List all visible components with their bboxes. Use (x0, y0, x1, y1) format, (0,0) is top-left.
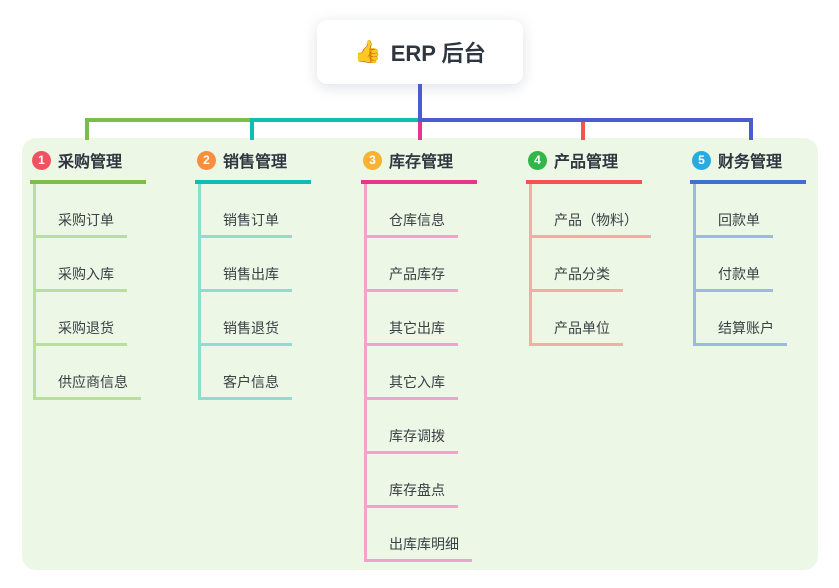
child-node[interactable]: 供应商信息 (36, 346, 141, 400)
branch-number-badge: 5 (692, 150, 711, 170)
branch-procurement: 1 采购管理 采购订单 采购入库 采购退货 供应商信息 (30, 138, 180, 400)
branch-number-badge: 4 (528, 150, 547, 170)
branch-title[interactable]: 3 库存管理 (361, 138, 477, 184)
branches-panel (22, 138, 818, 570)
branch-number-badge: 1 (32, 150, 51, 170)
child-node[interactable]: 采购订单 (36, 184, 127, 238)
branch-inventory: 3 库存管理 仓库信息 产品库存 其它出库 其它入库 库存调拨 库存盘点 出库库… (361, 138, 511, 562)
child-node[interactable]: 采购退货 (36, 292, 127, 346)
child-node[interactable]: 采购入库 (36, 238, 127, 292)
connector-bus-mid (252, 118, 418, 122)
thumbs-up-icon: 👍 (354, 39, 382, 64)
branch-sales: 2 销售管理 销售订单 销售出库 销售退货 客户信息 (195, 138, 345, 400)
child-node[interactable]: 销售退货 (201, 292, 292, 346)
root-node-erp[interactable]: 👍 ERP 后台 (317, 20, 523, 84)
branch-children: 销售订单 销售出库 销售退货 客户信息 (198, 184, 345, 400)
child-node[interactable]: 产品分类 (532, 238, 623, 292)
child-node[interactable]: 出库库明细 (367, 508, 472, 562)
branch-title[interactable]: 4 产品管理 (526, 138, 642, 184)
connector-drop-4 (581, 122, 585, 140)
child-node[interactable]: 库存盘点 (367, 454, 458, 508)
child-node[interactable]: 结算账户 (696, 292, 787, 346)
child-node[interactable]: 回款单 (696, 184, 773, 238)
branch-children: 采购订单 采购入库 采购退货 供应商信息 (33, 184, 180, 400)
branch-label: 财务管理 (718, 154, 783, 171)
child-node[interactable]: 仓库信息 (367, 184, 458, 238)
branch-children: 回款单 付款单 结算账户 (693, 184, 839, 346)
branch-title[interactable]: 2 销售管理 (195, 138, 311, 184)
child-node[interactable]: 付款单 (696, 238, 773, 292)
connector-drop-1 (85, 118, 89, 140)
child-node[interactable]: 产品（物料） (532, 184, 651, 238)
branch-finance: 5 财务管理 回款单 付款单 结算账户 (690, 138, 839, 346)
child-node[interactable]: 其它出库 (367, 292, 458, 346)
child-node[interactable]: 销售订单 (201, 184, 292, 238)
child-node[interactable]: 客户信息 (201, 346, 292, 400)
child-node[interactable]: 销售出库 (201, 238, 292, 292)
connector-trunk (418, 84, 422, 120)
child-node[interactable]: 产品库存 (367, 238, 458, 292)
connector-drop-5 (749, 118, 753, 140)
root-title: ERP 后台 (390, 41, 486, 66)
connector-bus-right (418, 118, 753, 122)
branch-label: 采购管理 (58, 154, 123, 171)
connector-bus-left (85, 118, 254, 122)
branch-number-badge: 2 (197, 150, 216, 170)
branch-label: 销售管理 (223, 154, 288, 171)
branch-title[interactable]: 1 采购管理 (30, 138, 146, 184)
connector-drop-2 (250, 118, 254, 140)
branch-title[interactable]: 5 财务管理 (690, 138, 806, 184)
child-node[interactable]: 产品单位 (532, 292, 623, 346)
branch-children: 仓库信息 产品库存 其它出库 其它入库 库存调拨 库存盘点 出库库明细 (364, 184, 511, 562)
child-node[interactable]: 其它入库 (367, 346, 458, 400)
branch-number-badge: 3 (363, 150, 382, 170)
connector-drop-3 (418, 122, 422, 140)
branch-label: 库存管理 (389, 154, 454, 171)
branch-label: 产品管理 (554, 154, 619, 171)
branch-children: 产品（物料） 产品分类 产品单位 (529, 184, 676, 346)
child-node[interactable]: 库存调拨 (367, 400, 458, 454)
branch-product: 4 产品管理 产品（物料） 产品分类 产品单位 (526, 138, 676, 346)
